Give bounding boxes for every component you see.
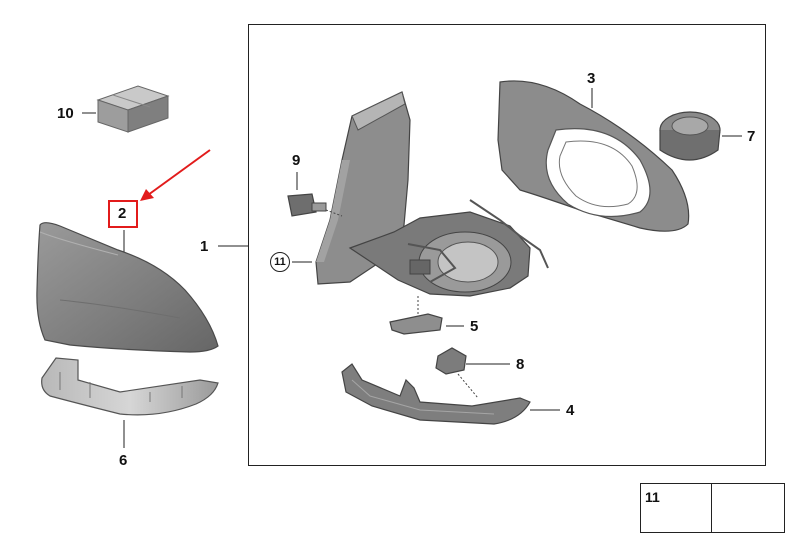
part-10-box — [82, 85, 170, 133]
label-part-6: 6 — [119, 452, 128, 469]
part-2-mirror-cap — [36, 222, 219, 353]
legend-part-number: 11 — [645, 489, 660, 505]
part-9-connector — [287, 172, 343, 217]
part-8-clip — [435, 347, 510, 399]
part-5-cover — [389, 296, 464, 335]
legend-cell-screw: 11 — [640, 483, 712, 533]
part-7-motor — [659, 111, 742, 161]
legend-cell-wedge — [711, 483, 785, 533]
label-part-3: 3 — [587, 70, 596, 87]
label-part-11-circled: 11 — [270, 252, 290, 272]
label-part-9: 9 — [292, 152, 301, 169]
part-6-turn-signal — [41, 357, 219, 448]
label-part-8: 8 — [516, 356, 525, 373]
label-part-10: 10 — [57, 105, 74, 122]
label-part-1: 1 — [200, 238, 209, 255]
highlight-arrow — [140, 149, 211, 201]
mirror-base-assembly — [348, 199, 549, 297]
assembly-frame — [248, 24, 766, 466]
highlight-box-part-2 — [108, 200, 138, 228]
legend-panel: 11 — [640, 483, 785, 533]
label-part-4: 4 — [566, 402, 575, 419]
part-3-housing-frame — [497, 80, 690, 232]
label-part-7: 7 — [747, 128, 756, 145]
label-part-2: 2 — [118, 205, 127, 222]
label-part-5: 5 — [470, 318, 479, 335]
part-4-lower-trim — [341, 363, 560, 425]
